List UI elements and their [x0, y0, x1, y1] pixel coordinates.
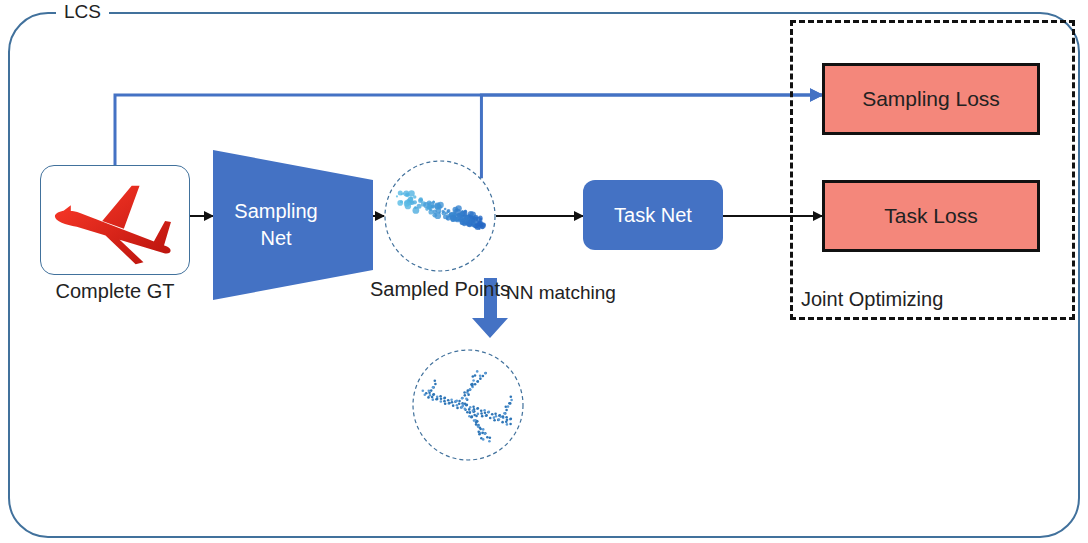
matched-airplane-points	[422, 370, 513, 442]
connector-arrow	[373, 215, 384, 217]
loss-box: Sampling Loss	[822, 63, 1040, 135]
trapezoid-shape	[213, 150, 373, 300]
matched-points-circle	[413, 350, 523, 460]
sampling-net-block: Sampling Net	[213, 150, 373, 300]
node-label: Joint Optimizing	[801, 288, 943, 311]
loss-box: Task Loss	[822, 180, 1040, 252]
node-label: Task Loss	[884, 204, 977, 228]
node-label: Sampling Loss	[862, 87, 1000, 111]
sampled-points-circle: Sampled Points	[384, 160, 496, 272]
connector-arrow	[723, 215, 822, 217]
node-label: LCS	[56, 1, 109, 23]
connector-arrow	[496, 215, 583, 217]
node-label: Task Net	[614, 204, 692, 227]
joint-optimizing-group: Joint Optimizing Sampling LossTask Loss	[790, 20, 1075, 320]
point-cloud	[384, 160, 496, 272]
task-net-box: Task Net	[583, 180, 723, 250]
connector-arrow	[190, 215, 213, 217]
node-label: Sampling Net	[228, 198, 324, 252]
airplane-illustration	[41, 166, 189, 274]
connector-arrow	[481, 95, 822, 178]
node-label: Complete GT	[56, 280, 175, 303]
node-label: Sampled Points	[370, 278, 510, 301]
ground-truth-box: Complete GT	[40, 165, 190, 275]
annotation-label: NN matching	[506, 282, 616, 304]
lcs-frame: LCSComplete GTSampling NetSampled Points…	[8, 12, 1080, 538]
